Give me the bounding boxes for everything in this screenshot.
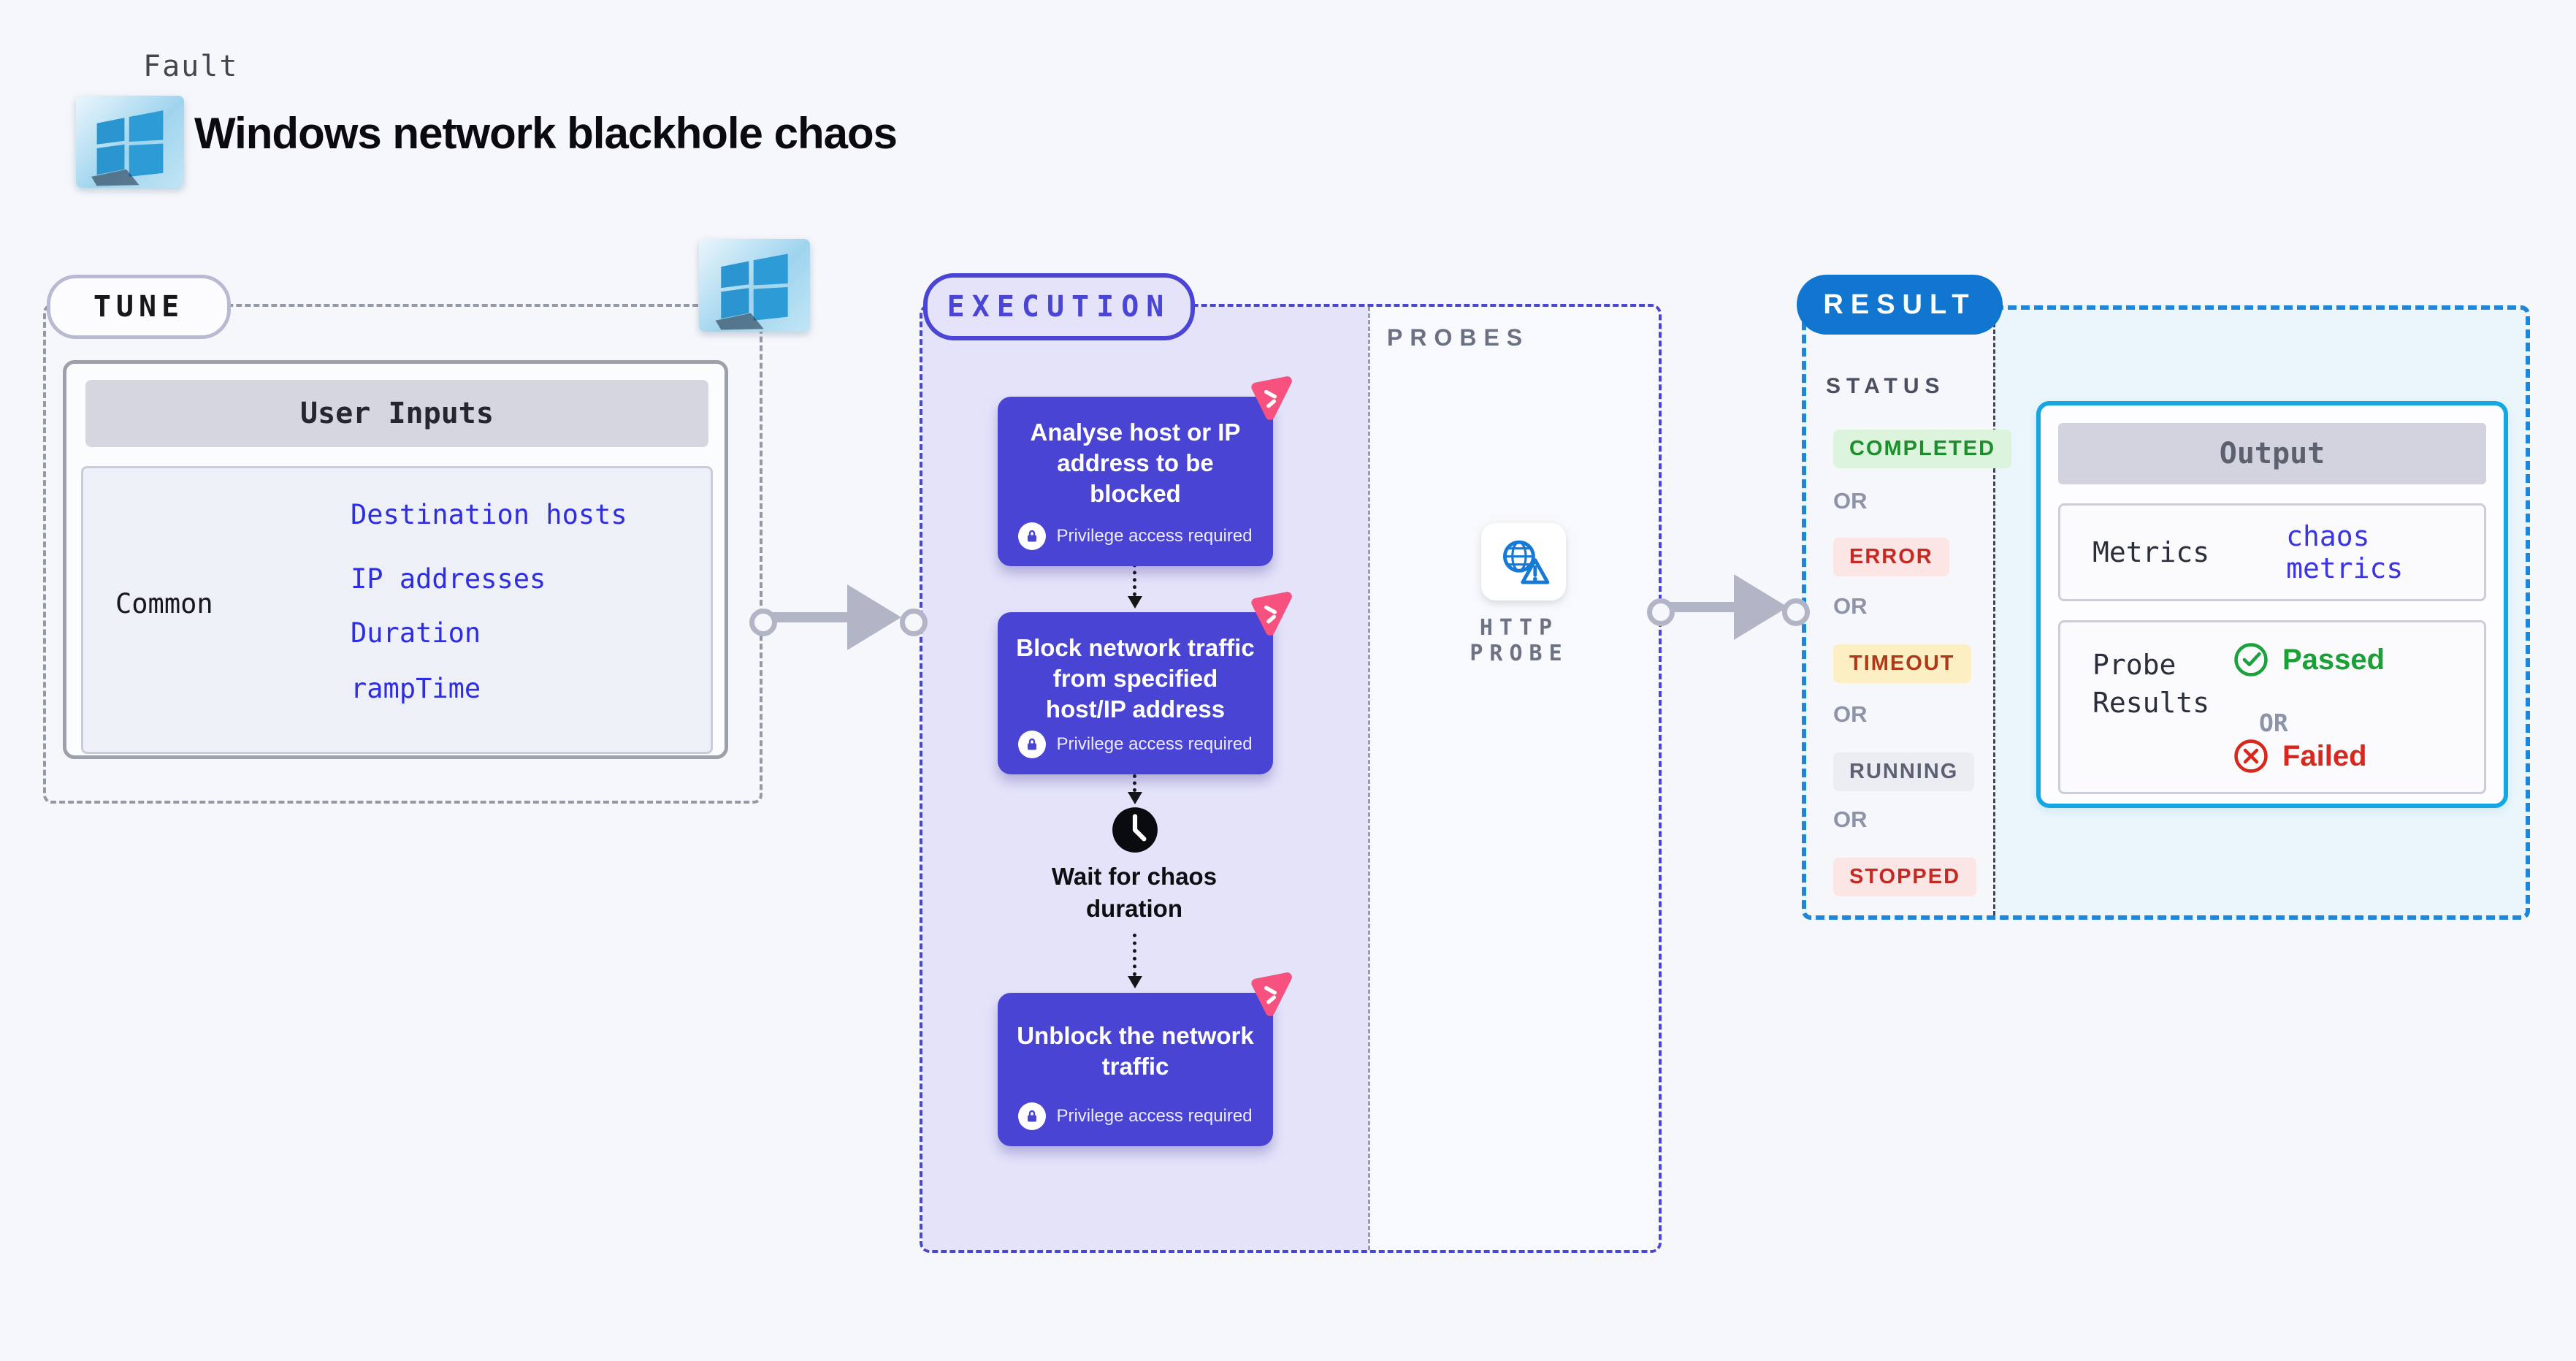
field-link-duration[interactable]: Duration (351, 617, 481, 649)
arrowhead-down-icon (1128, 792, 1142, 804)
execution-label: EXECUTION (947, 290, 1172, 324)
failed-indicator: Failed (2233, 738, 2367, 774)
lock-icon (1018, 731, 1047, 758)
connector-line (1667, 602, 1737, 612)
arrowhead-icon (847, 584, 901, 650)
probes-label: PROBES (1387, 324, 1530, 351)
step-node-unblock: Unblock the network traffic Privilege ac… (998, 972, 1292, 1146)
field-link-ip-addresses[interactable]: IP addresses (351, 563, 546, 595)
lock-icon (1018, 1102, 1047, 1130)
output-header: Output (2058, 423, 2486, 484)
litmus-chaos-icon (1251, 972, 1292, 1016)
or-separator: OR (1833, 807, 1868, 832)
connector-endpoint (749, 609, 777, 636)
connector-line (768, 612, 850, 622)
status-badge-completed: COMPLETED (1833, 430, 2012, 468)
wait-step-label: Wait for chaos duration (1051, 863, 1218, 922)
status-badge-stopped: STOPPED (1833, 858, 1977, 896)
result-pill: RESULT (1797, 275, 2003, 335)
failed-label: Failed (2282, 739, 2367, 772)
or-separator: OR (1833, 701, 1868, 727)
execution-pill: EXECUTION (923, 273, 1195, 340)
or-separator: OR (1833, 593, 1868, 619)
http-probe-card (1481, 523, 1566, 601)
result-label: RESULT (1823, 289, 1976, 320)
dotted-connector (1133, 542, 1136, 596)
status-column (1806, 310, 1995, 915)
arrowhead-icon (1734, 574, 1788, 640)
http-probe-label: HTTP PROBE (1469, 615, 1569, 666)
tune-section (43, 304, 763, 804)
connector-endpoint (1647, 598, 1675, 626)
probes-divider (1368, 307, 1370, 1250)
passed-label: Passed (2282, 643, 2385, 676)
dotted-connector (1133, 934, 1136, 976)
metrics-label: Metrics (2092, 536, 2210, 568)
step-node-block: Block network traffic from specified hos… (998, 592, 1292, 774)
privilege-label: Privilege access required (1056, 734, 1253, 754)
user-inputs-body: Common Destination hosts IP addresses Du… (81, 466, 713, 754)
or-separator: OR (1833, 488, 1868, 514)
user-inputs-header: User Inputs (85, 380, 708, 447)
common-row-label: Common (115, 588, 213, 619)
connector-endpoint (900, 609, 928, 636)
arrowhead-down-icon (1128, 596, 1142, 609)
status-badge-error: ERROR (1833, 538, 1949, 576)
chaos-metrics-link[interactable]: chaos metrics (2286, 520, 2404, 584)
status-badge-timeout: TIMEOUT (1833, 644, 1971, 683)
privilege-label: Privilege access required (1056, 1106, 1253, 1126)
fault-kind-label: Fault (143, 50, 239, 83)
probe-results-row: Probe Results Passed OR Failed (2058, 620, 2486, 794)
metrics-row: Metrics chaos metrics (2058, 503, 2486, 601)
page-title: Windows network blackhole chaos (194, 109, 898, 158)
status-badge-running: RUNNING (1833, 752, 1975, 791)
connector-endpoint (1782, 598, 1810, 626)
windows-logo-icon-small (699, 239, 810, 332)
probe-results-label: Probe Results (2092, 649, 2210, 719)
field-link-ramptime[interactable]: rampTime (351, 673, 481, 704)
or-separator: OR (2259, 709, 2288, 737)
litmus-chaos-icon (1251, 592, 1292, 636)
user-inputs-card: User Inputs Common Destination hosts IP … (63, 360, 728, 759)
step-title: Analyse host or IP address to be blocked (1030, 419, 1241, 507)
step-node-analyse: Analyse host or IP address to be blocked… (998, 376, 1292, 566)
status-title: STATUS (1826, 374, 1946, 398)
passed-indicator: Passed (2233, 641, 2385, 678)
output-card: Output Metrics chaos metrics Probe Resul… (2036, 401, 2508, 808)
windows-logo-icon (76, 96, 184, 188)
arrowhead-down-icon (1128, 976, 1142, 988)
field-link-destination-hosts[interactable]: Destination hosts (351, 499, 627, 530)
check-circle-icon (2234, 643, 2268, 676)
tune-label: TUNE (93, 290, 185, 324)
x-circle-icon (2234, 739, 2268, 773)
lock-icon (1018, 522, 1047, 550)
step-title: Unblock the network traffic (1017, 1022, 1254, 1080)
step-title: Block network traffic from specified hos… (1016, 634, 1255, 723)
globe-alert-icon (1502, 540, 1550, 584)
clock-icon (1111, 806, 1159, 854)
tune-pill: TUNE (47, 275, 231, 339)
probes-area (1370, 307, 1659, 1250)
litmus-chaos-icon (1251, 376, 1292, 420)
privilege-label: Privilege access required (1056, 526, 1253, 546)
